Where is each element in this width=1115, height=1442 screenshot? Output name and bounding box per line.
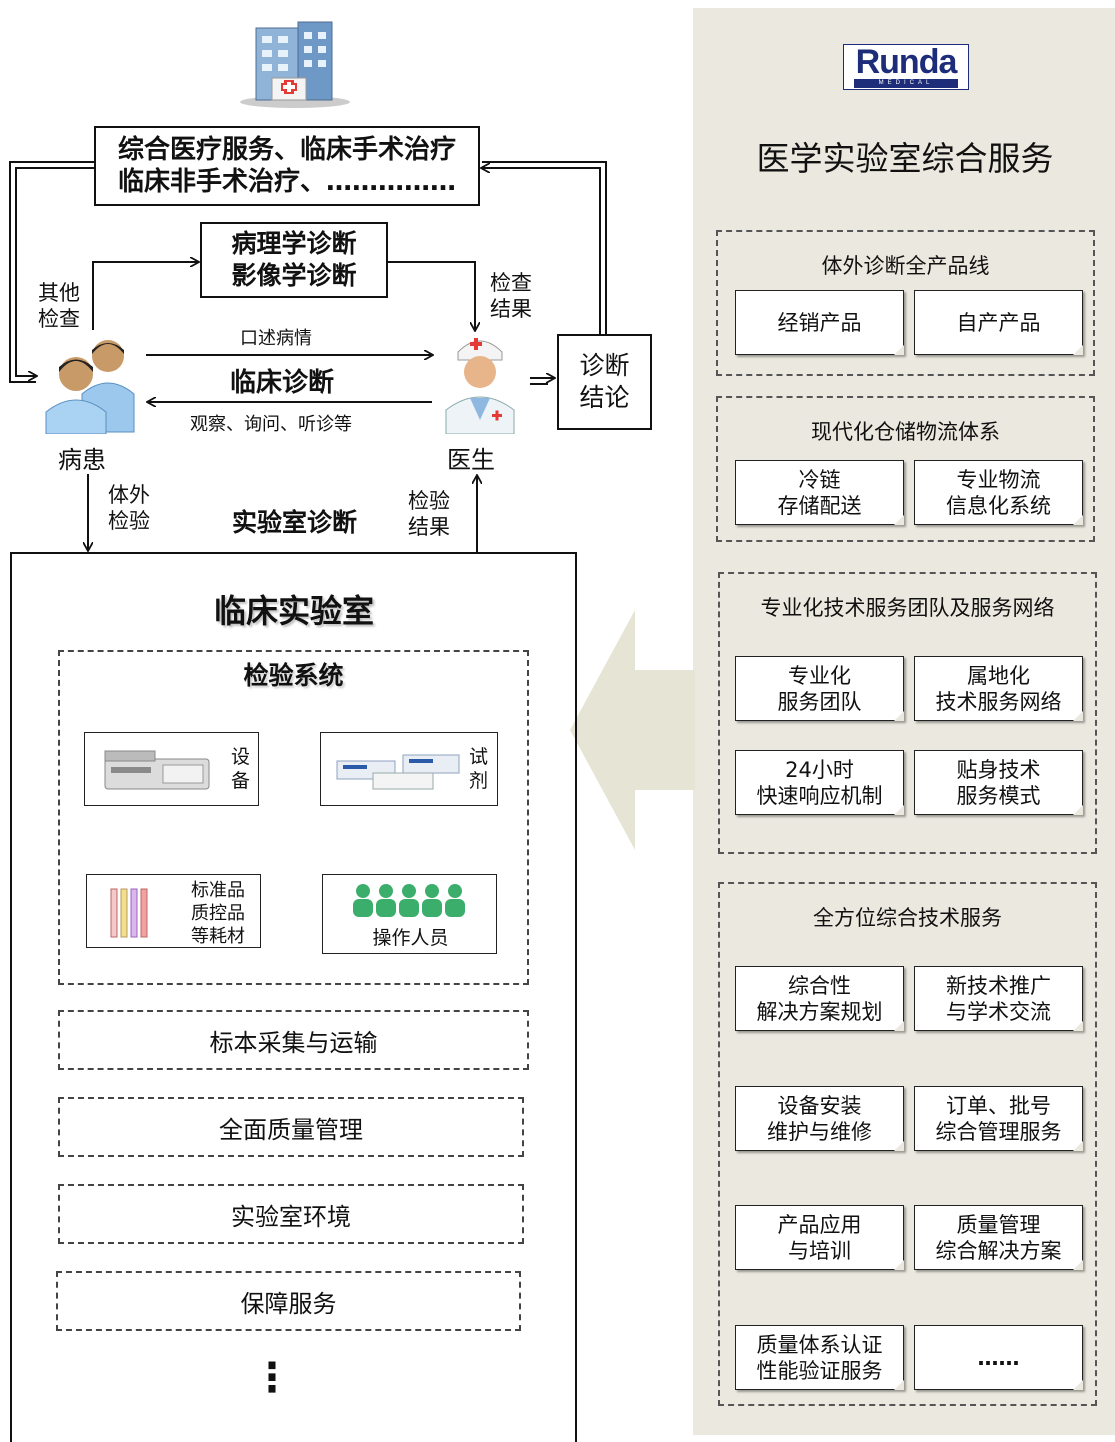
patients-icon [45, 340, 135, 434]
in-vitro-test-label: 体外 检验 [108, 483, 150, 533]
group-logistics [716, 396, 1095, 542]
card-solution-planning: 综合性 解决方案规划 [735, 966, 904, 1031]
group-service-team [718, 572, 1097, 854]
panel-title: 医学实验室综合服务 [756, 139, 1054, 178]
equipment-tile: 设 备 [84, 732, 259, 806]
operators-tile: 操作人员 [322, 874, 497, 954]
reagent-label: 试 剂 [469, 746, 489, 792]
exam-result-label: 检查 结果 [490, 271, 532, 321]
equipment-label: 设 备 [231, 746, 251, 792]
oral-complaint-label: 口述病情 [240, 328, 312, 349]
observe-label: 观察、询问、听诊等 [190, 414, 352, 435]
lab-result-label: 检验 结果 [408, 489, 450, 539]
card-certification: 质量体系认证 性能验证服务 [735, 1325, 904, 1390]
card-pro-team: 专业化 服务团队 [735, 656, 904, 721]
group-title: 全方位综合技术服务 [813, 906, 1002, 930]
consumables-label: 标准品 质控品 等耗材 [191, 880, 245, 947]
group-title: 体外诊断全产品线 [821, 254, 990, 278]
clinical-lab-frame [10, 552, 577, 1442]
card-local-network: 属地化 技术服务网络 [914, 656, 1083, 721]
reagent-tile: 试 剂 [320, 732, 498, 806]
other-exam-label: 其他 检查 [38, 281, 80, 331]
runda-logo: Runda MEDICAL [843, 44, 969, 90]
medical-services-box: 综合医疗服务、临床手术治疗 临床非手术治疗、…………… [94, 126, 480, 206]
card-tech-promotion: 新技术推广 与学术交流 [914, 966, 1083, 1031]
card-cold-chain: 冷链 存储配送 [735, 460, 904, 525]
card-logistics-system: 专业物流 信息化系统 [914, 460, 1083, 525]
test-tubes-icon [110, 888, 148, 938]
operators-label: 操作人员 [372, 927, 449, 949]
lab-diagnosis-label: 实验室诊断 [232, 508, 358, 537]
card-distributed-products: 经销产品 [735, 290, 904, 355]
card-order-management: 订单、批号 综合管理服务 [914, 1086, 1083, 1151]
section-sample-collection: 标本采集与运输 [58, 1010, 529, 1070]
card-own-products: 自产产品 [914, 290, 1083, 355]
group-title: 现代化仓储物流体系 [811, 420, 1000, 444]
logo-subtext: MEDICAL [854, 79, 958, 88]
group-tech-service [718, 882, 1097, 1406]
card-training: 产品应用 与培训 [735, 1205, 904, 1270]
big-left-arrow [570, 610, 695, 850]
patient-label: 病患 [58, 446, 106, 474]
staff-icon [353, 884, 465, 917]
hospital-icon [240, 21, 350, 108]
group-title: 专业化技术服务团队及服务网络 [760, 596, 1055, 620]
reagent-kits-icon [336, 754, 460, 790]
more-ellipsis: ⋮ [252, 1355, 292, 1401]
group-ivd-products [716, 230, 1095, 376]
card-24h-response: 24小时 快速响应机制 [735, 750, 904, 815]
section-quality-management: 全面质量管理 [58, 1097, 524, 1157]
card-quality-solution: 质量管理 综合解决方案 [914, 1205, 1083, 1270]
section-lab-environment: 实验室环境 [58, 1184, 524, 1244]
service-panel [693, 8, 1115, 1435]
card-installation: 设备安装 维护与维修 [735, 1086, 904, 1151]
card-more: …… [914, 1325, 1083, 1390]
testing-system-group [58, 650, 529, 985]
pathology-imaging-box: 病理学诊断 影像学诊断 [200, 222, 388, 298]
doctor-icon [445, 338, 515, 434]
clinical-diagnosis-label: 临床诊断 [230, 368, 335, 398]
clinical-lab-title: 临床实验室 [213, 592, 374, 630]
logo-text: Runda [855, 43, 958, 81]
consumables-tile: 标准品 质控品 等耗材 [86, 874, 261, 948]
analyzer-icon [104, 750, 210, 790]
flow-connectors [9, 161, 607, 552]
diagnosis-conclusion-box: 诊断 结论 [557, 334, 652, 430]
card-personal-service: 贴身技术 服务模式 [914, 750, 1083, 815]
section-support-service: 保障服务 [56, 1271, 521, 1331]
doctor-label: 医生 [447, 446, 495, 474]
testing-system-title: 检验系统 [243, 661, 344, 690]
